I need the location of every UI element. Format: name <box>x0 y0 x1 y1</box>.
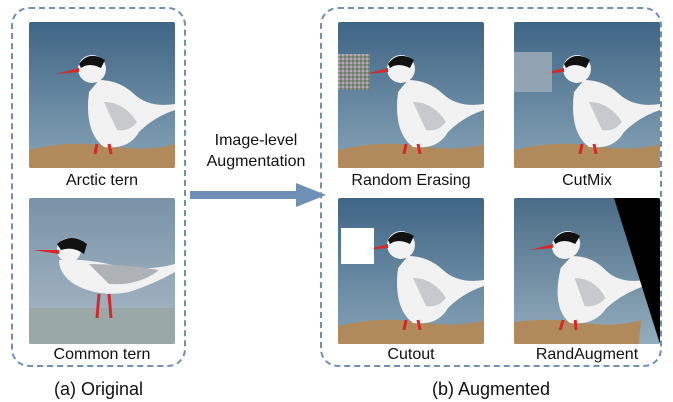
right-arrow-icon <box>190 183 326 207</box>
arrow-label-line1: Image-level <box>214 132 298 149</box>
cutmix-image <box>514 22 660 168</box>
random-erasing-image <box>338 22 484 168</box>
randaugment-image <box>514 198 660 344</box>
randaugment-label: RandAugment <box>535 346 639 363</box>
cutout-label: Cutout <box>387 346 435 363</box>
original-title: (a) Original <box>53 379 144 399</box>
common-tern-image <box>29 198 175 344</box>
arctic-tern-image <box>29 22 175 168</box>
arrow-label-line2: Augmentation <box>206 153 306 170</box>
cutout-image <box>338 198 484 344</box>
arctic-tern-label: Arctic tern <box>65 172 138 189</box>
original-group-box <box>11 7 186 367</box>
arrow-label: Image-level Augmentation <box>190 130 322 172</box>
augmented-title: (b) Augmented <box>431 379 551 399</box>
random-erasing-label: Random Erasing <box>351 172 471 189</box>
common-tern-label: Common tern <box>53 346 151 363</box>
augmented-group-box <box>320 7 662 367</box>
cutmix-label: CutMix <box>562 172 612 189</box>
